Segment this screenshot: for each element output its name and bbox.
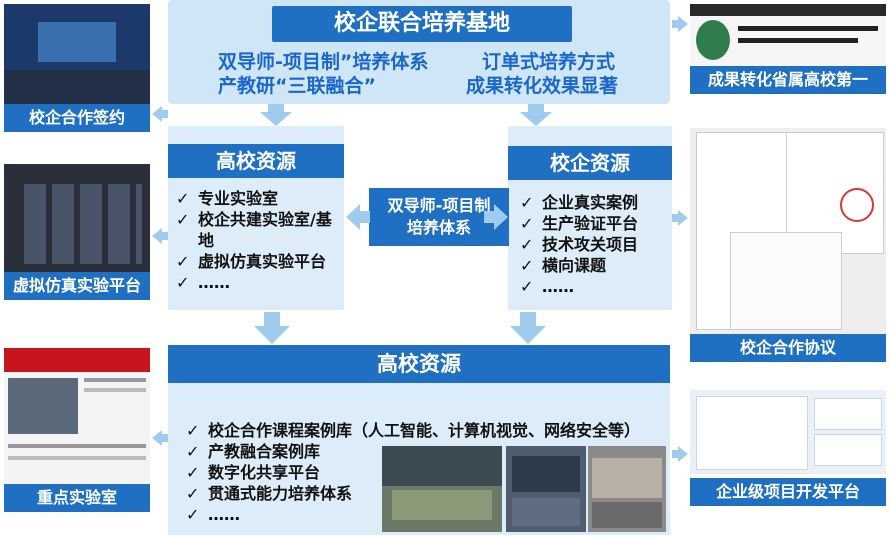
check-icon: ✓ — [520, 277, 534, 296]
team-photo-2 — [506, 446, 586, 532]
shared-resources-list: ✓校企合作课程案例库（人工智能、计算机视觉、网络安全等） ✓产教融合案例库 ✓数… — [186, 420, 666, 525]
signing-photo — [4, 4, 150, 106]
enterprise-resources-title: 校企资源 — [508, 146, 672, 180]
check-icon: ✓ — [186, 442, 200, 461]
check-icon: ✓ — [176, 273, 190, 292]
list-item: ✓生产验证平台 — [520, 214, 639, 233]
arrow-down-icon — [510, 312, 546, 344]
center-line-2: 培养体系 — [406, 218, 471, 237]
list-item: ✓专业实验室 — [176, 189, 279, 208]
achievement-caption: 成果转化省属高校第一 — [690, 66, 886, 94]
check-icon: ✓ — [520, 193, 534, 212]
arrow-right-small-icon — [672, 16, 688, 32]
arrow-right-icon — [484, 204, 508, 230]
agreement-documents — [690, 128, 886, 334]
arrow-left-icon — [346, 204, 370, 230]
arrow-right-small-icon — [672, 446, 688, 462]
university-resources-title: 高校资源 — [168, 144, 344, 178]
check-icon: ✓ — [520, 235, 534, 254]
arrow-left-small-icon — [152, 228, 168, 244]
team-photo-3 — [588, 446, 666, 532]
check-icon: ✓ — [176, 189, 190, 208]
arrow-right-small-icon — [672, 210, 688, 226]
list-item: ✓校企共建实验室/基地 — [176, 210, 332, 250]
key-lab-screenshot — [4, 348, 150, 484]
arrow-left-small-icon — [152, 430, 168, 446]
team-photo-1 — [382, 446, 502, 532]
achievement-screenshot — [690, 4, 886, 66]
check-icon: ✓ — [176, 252, 190, 271]
list-item: ✓贯通式能力培养体系 — [186, 484, 353, 503]
arrow-left-small-icon — [152, 106, 168, 122]
list-item: ✓…… — [186, 505, 240, 524]
base-title: 校企联合培养基地 — [272, 6, 572, 42]
check-icon: ✓ — [520, 256, 534, 275]
check-icon: ✓ — [186, 505, 200, 524]
order-training-line: 订单式培养方式 — [482, 51, 616, 73]
key-lab-caption: 重点实验室 — [4, 484, 150, 512]
list-item: ✓…… — [520, 277, 574, 296]
check-icon: ✓ — [520, 214, 534, 233]
center-line-1: 双导师-项目制 — [387, 196, 491, 215]
shared-resources-title: 高校资源 — [168, 345, 670, 383]
list-item: ✓虚拟仿真实验平台 — [176, 252, 327, 271]
enterprise-platform-screenshot — [690, 390, 886, 474]
check-icon: ✓ — [176, 210, 190, 229]
list-item: ✓…… — [176, 273, 230, 292]
virtual-platform-caption: 虚拟仿真实验平台 — [4, 272, 150, 300]
list-item: ✓横向课题 — [520, 256, 607, 275]
list-item: ✓企业真实案例 — [520, 193, 639, 212]
agreement-caption: 校企合作协议 — [690, 334, 886, 362]
university-resources-list: ✓专业实验室 ✓校企共建实验室/基地 ✓虚拟仿真实验平台 ✓…… — [176, 188, 344, 293]
arrow-down-right-icon — [520, 104, 552, 126]
check-icon: ✓ — [186, 484, 200, 503]
dual-mentor-center-box: 双导师-项目制 培养体系 — [369, 188, 509, 246]
signing-caption: 校企合作签约 — [4, 104, 150, 132]
check-icon: ✓ — [186, 421, 200, 440]
enterprise-resources-list: ✓企业真实案例 ✓生产验证平台 ✓技术攻关项目 ✓横向课题 ✓…… — [520, 192, 670, 297]
dual-mentor-line: 双导师-项目制”培养体系 — [218, 51, 429, 73]
list-item: ✓技术攻关项目 — [520, 235, 639, 254]
arrow-down-left-icon — [260, 104, 292, 126]
three-fusion-line: 产教研“三联融合” — [218, 75, 376, 97]
virtual-platform-screenshot — [4, 164, 150, 272]
check-icon: ✓ — [186, 463, 200, 482]
list-item: ✓校企合作课程案例库（人工智能、计算机视觉、网络安全等） — [186, 421, 641, 440]
arrow-down-icon — [254, 312, 290, 344]
enterprise-platform-caption: 企业级项目开发平台 — [690, 478, 886, 506]
achievement-line: 成果转化效果显著 — [466, 75, 619, 97]
list-item: ✓数字化共享平台 — [186, 463, 321, 482]
list-item: ✓产教融合案例库 — [186, 442, 321, 461]
